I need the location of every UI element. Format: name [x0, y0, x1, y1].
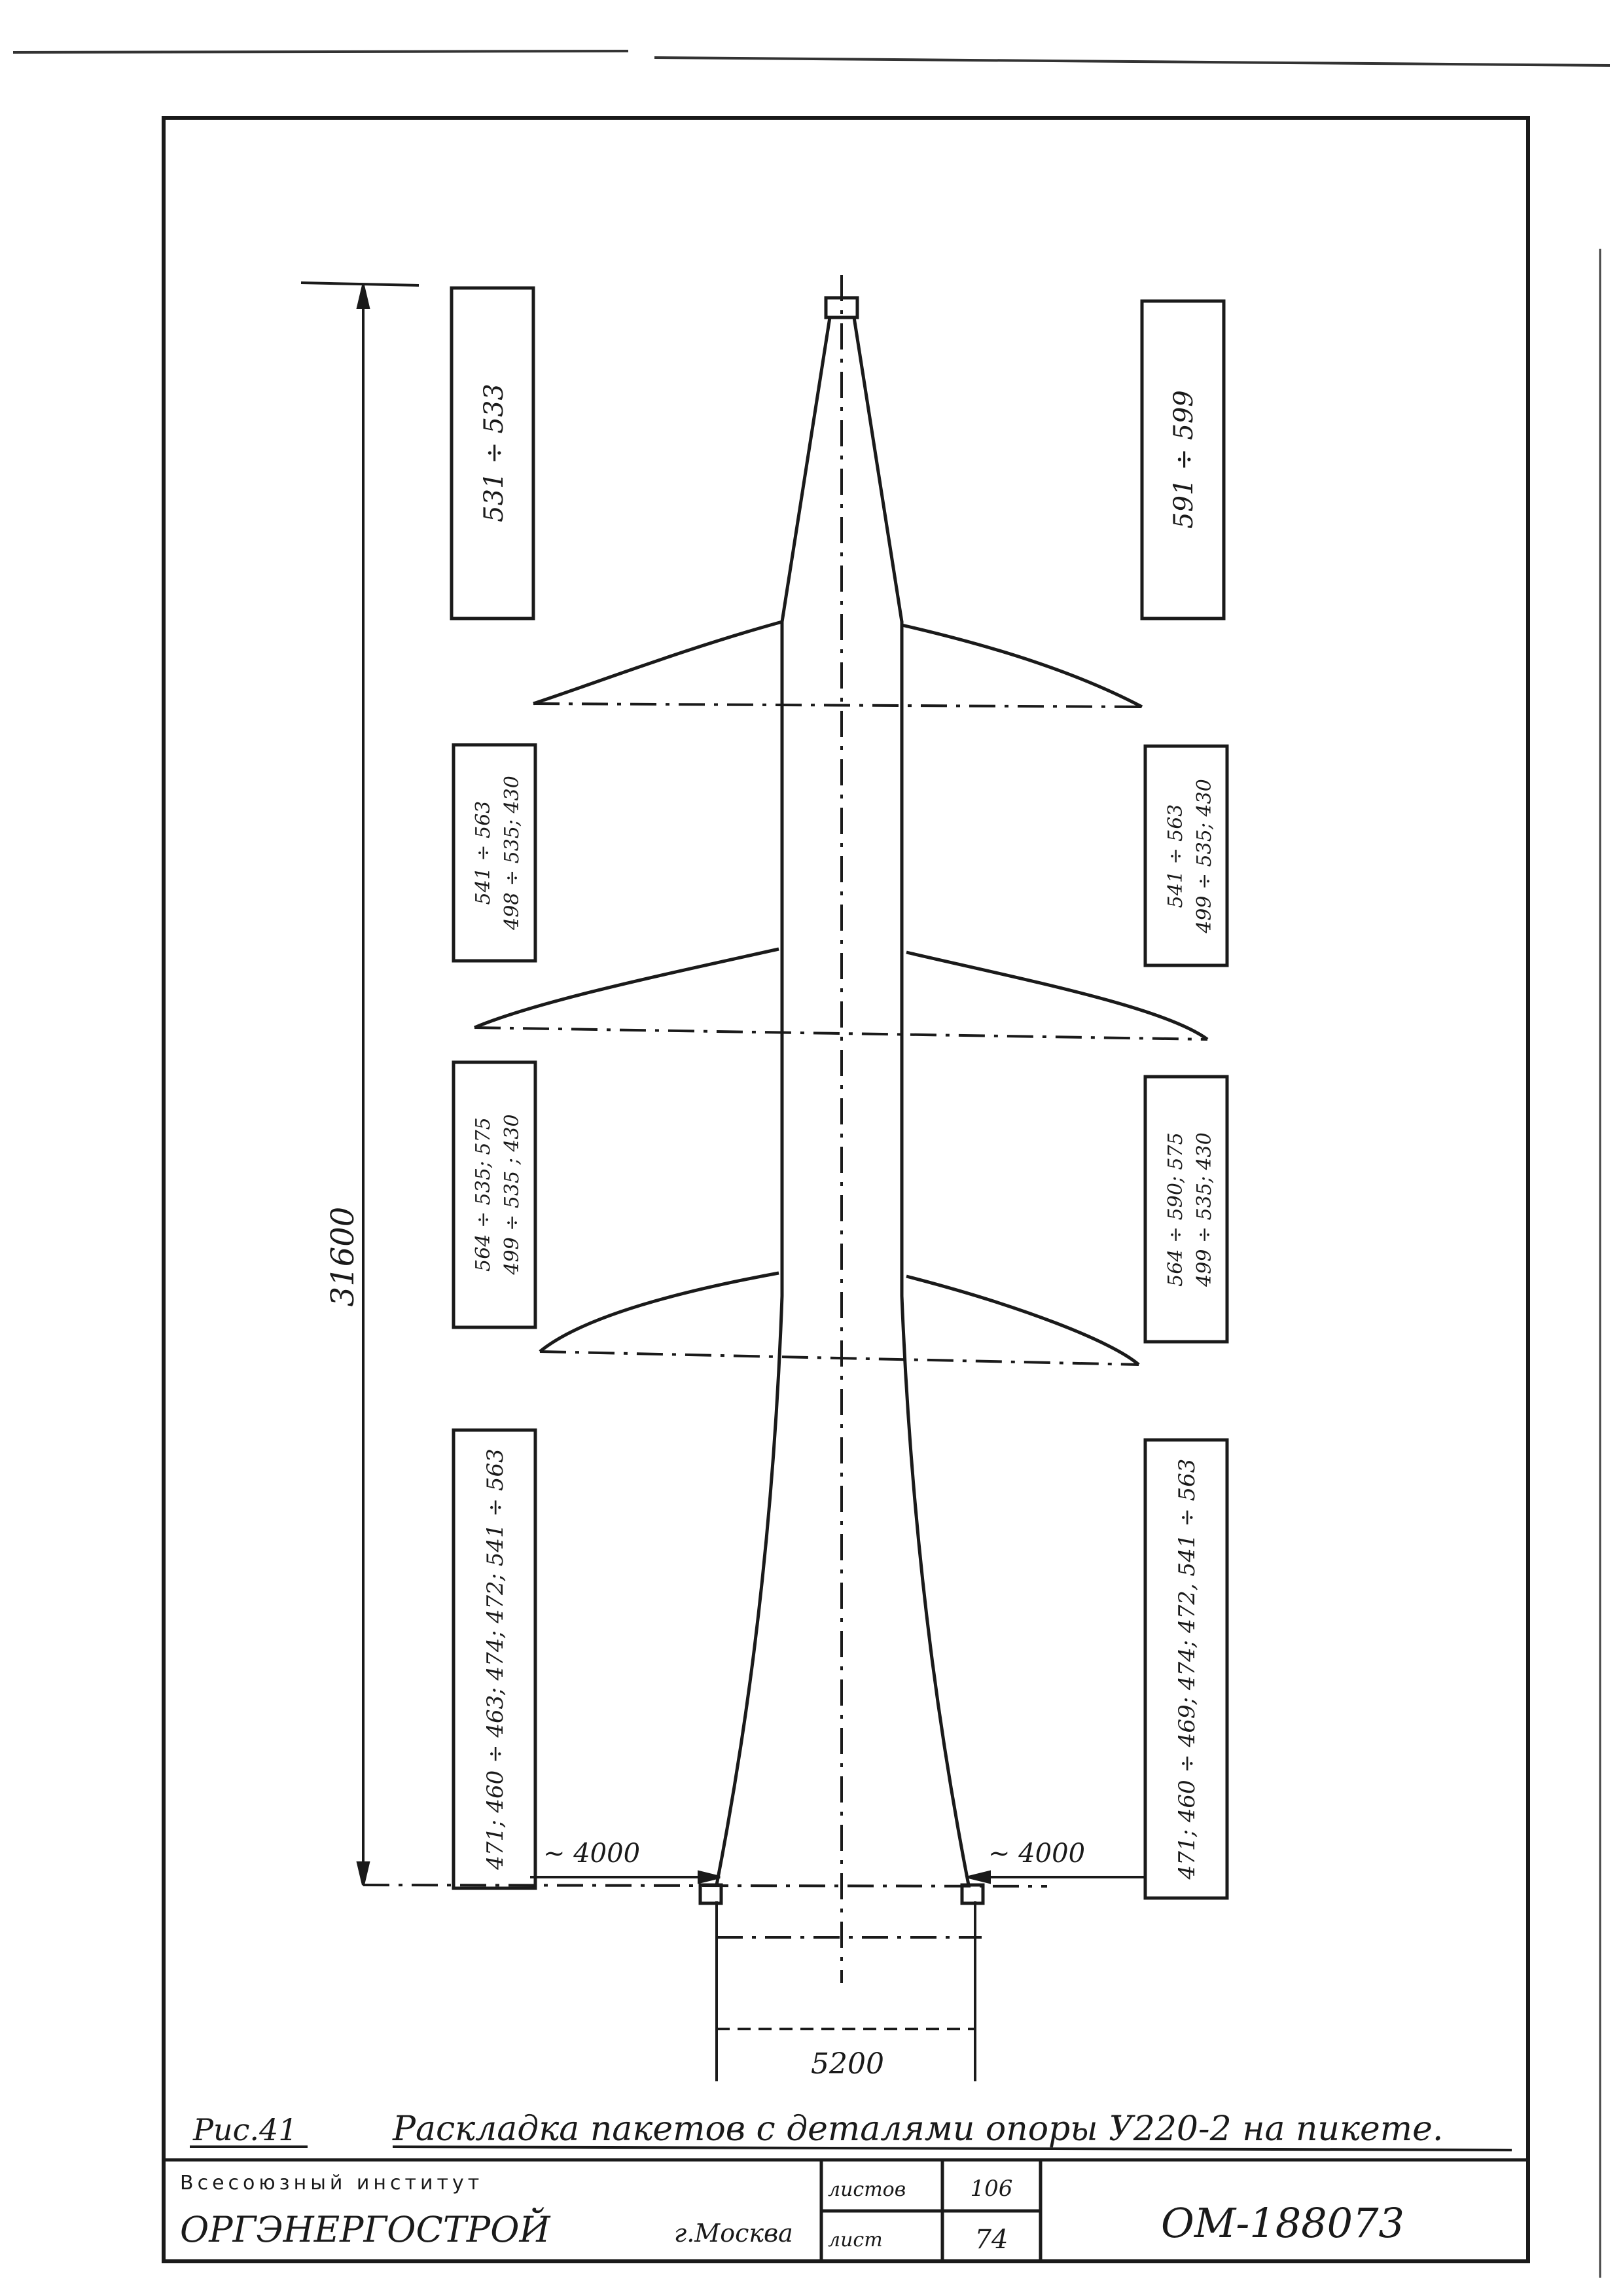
crossarm-2-right: [906, 950, 1209, 1041]
figure-caption: Раскладка пакетов с деталями опоры У220-…: [392, 2109, 1443, 2149]
sheet-value-1: 106: [971, 2176, 1013, 2202]
crossarm-1-right: [901, 623, 1143, 709]
package-left-2-line-2: 498 ÷ 535; 430: [501, 776, 524, 931]
title-block: [164, 2158, 1528, 2261]
crossarm-1-line: [533, 702, 1143, 708]
package-box-left-2: [452, 743, 537, 963]
package-left-3-line-2: 499 ÷ 535 ; 430: [501, 1114, 524, 1275]
org-line-1: Всесоюзный институт: [180, 2172, 483, 2195]
axis-lines: [363, 275, 1208, 1983]
figure-number: Рис.41: [192, 2112, 298, 2147]
package-left-1-line-1: 531 ÷ 533: [479, 384, 509, 522]
foundation-right: [960, 1883, 985, 1905]
package-box-right-4: [1143, 1438, 1229, 1900]
package-left-4-line-1: 471; 460 ÷ 463; 474; 472; 541 ÷ 563: [482, 1448, 508, 1871]
package-box-right-2: [1143, 744, 1229, 967]
package-right-3-line-2: 499 ÷ 535; 430: [1193, 1132, 1216, 1287]
clearance-dimensions: [530, 1870, 1145, 1884]
packages-left: 531 ÷ 533 541 ÷ 563 498 ÷ 535; 430 564 ÷…: [450, 286, 537, 1890]
crossarm-3-line: [539, 1350, 1139, 1366]
crossarm-3-right: [906, 1274, 1140, 1366]
clearance-left-label: ~ 4000: [543, 1839, 640, 1869]
height-dimension: [300, 281, 419, 1886]
package-left-2-line-1: 541 ÷ 563: [472, 801, 495, 905]
package-right-3-line-1: 564 ÷ 590; 575: [1164, 1132, 1187, 1287]
crossarm-1-left: [533, 620, 783, 706]
drawing-frame: [162, 116, 1530, 2263]
document-number: ОМ-188073: [1161, 2199, 1404, 2247]
package-right-4-line-1: 471; 460 ÷ 469; 474; 472, 541 ÷ 563: [1174, 1459, 1200, 1880]
clearance-right-label: ~ 4000: [988, 1839, 1085, 1869]
package-left-3-line-1: 564 ÷ 535; 575: [472, 1117, 495, 1272]
package-box-right-1: [1140, 299, 1226, 620]
sheet-label-2: лист: [828, 2229, 883, 2251]
package-box-left-1: [450, 286, 535, 620]
foundation-left: [698, 1883, 723, 1905]
height-dimension-label: 31600: [325, 1207, 361, 1307]
package-box-left-3: [452, 1060, 537, 1329]
sheet-label-1: листов: [828, 2178, 906, 2201]
crossarm-2-left: [474, 947, 779, 1030]
package-right-2-line-2: 499 ÷ 535; 430: [1193, 779, 1216, 934]
org-city: г.Москва: [674, 2219, 793, 2248]
figure-caption-underline: [392, 2145, 1512, 2151]
tower-shaft-left: [715, 317, 832, 1886]
crossarm-3-left: [539, 1271, 779, 1353]
packages-right: 591 ÷ 599 541 ÷ 563 499 ÷ 535; 430 564 ÷…: [1140, 299, 1229, 1900]
scan-edge-lines: [12, 50, 1611, 67]
crossarm-2-line: [474, 1026, 1208, 1041]
org-line-2: ОРГЭНЕРГОСТРОЙ: [180, 2207, 550, 2250]
base-width-dimension: [715, 1901, 976, 2081]
tower-shaft-right: [852, 317, 971, 1886]
ground-line: [363, 1884, 1048, 1888]
sheet-value-2: 74: [975, 2225, 1008, 2255]
package-box-right-3: [1143, 1075, 1229, 1344]
package-right-2-line-1: 541 ÷ 563: [1164, 804, 1187, 908]
package-right-1-line-1: 591 ÷ 599: [1169, 390, 1199, 529]
base-width-label: 5200: [811, 2047, 884, 2081]
package-box-left-4: [452, 1428, 537, 1890]
